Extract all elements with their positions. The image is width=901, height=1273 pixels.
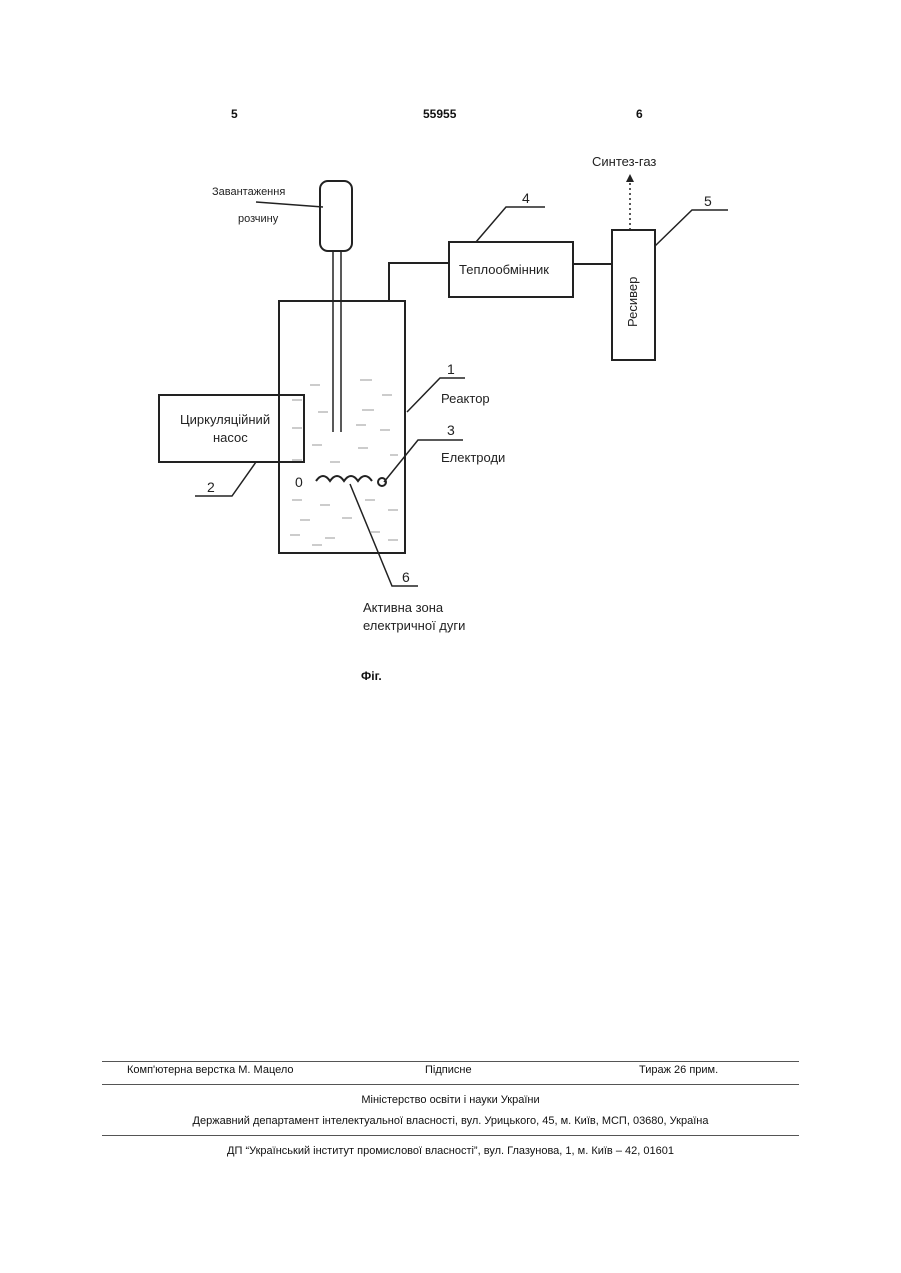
liquid-pattern [290, 380, 398, 545]
callout-2: 2 [207, 479, 215, 495]
footer-rule-bottom [102, 1135, 799, 1136]
reactor-diagram: Завантаження розчину Синтез-газ Теплообм… [0, 0, 901, 700]
receiver-label: Ресивер [625, 277, 640, 327]
print-run: Тираж 26 прим. [639, 1064, 718, 1076]
pump-label-line1: Циркуляційний [180, 412, 270, 427]
callout-6: 6 [402, 569, 410, 585]
footer-rule-middle [102, 1084, 799, 1085]
arc-coil [316, 476, 372, 481]
callout-3: 3 [447, 422, 455, 438]
loading-label-line1: Завантаження [212, 186, 285, 198]
signed-label: Підписне [425, 1064, 472, 1076]
department-line: Державний департамент інтелектуальної вл… [0, 1115, 901, 1127]
ministry-line: Міністерство освіти і науки України [0, 1094, 901, 1106]
arc-zone-label-line2: електричної дуги [363, 618, 465, 633]
callout-5: 5 [704, 193, 712, 209]
footer-rule-top [102, 1061, 799, 1062]
reactor-vessel [279, 301, 405, 553]
electrodes-label: Електроди [441, 450, 505, 465]
loading-funnel [320, 181, 352, 251]
loading-leader [256, 202, 323, 207]
electrode-left-label: 0 [295, 474, 303, 490]
loading-label-line2: розчину [238, 213, 279, 225]
arc-zone-label-line1: Активна зона [363, 600, 444, 615]
figure-caption: Фіг. [361, 669, 382, 683]
callout-1: 1 [447, 361, 455, 377]
heat-exchanger-label: Теплообмінник [459, 262, 549, 277]
layout-credit: Комп'ютерна верстка М. Мацело [127, 1064, 294, 1076]
institute-line: ДП “Український інститут промислової вла… [0, 1145, 901, 1157]
callout-4: 4 [522, 190, 530, 206]
synthesis-gas-label: Синтез-газ [592, 154, 656, 169]
reactor-label: Реактор [441, 391, 490, 406]
pump-label-line2: насос [213, 430, 248, 445]
pump-box [159, 395, 304, 462]
